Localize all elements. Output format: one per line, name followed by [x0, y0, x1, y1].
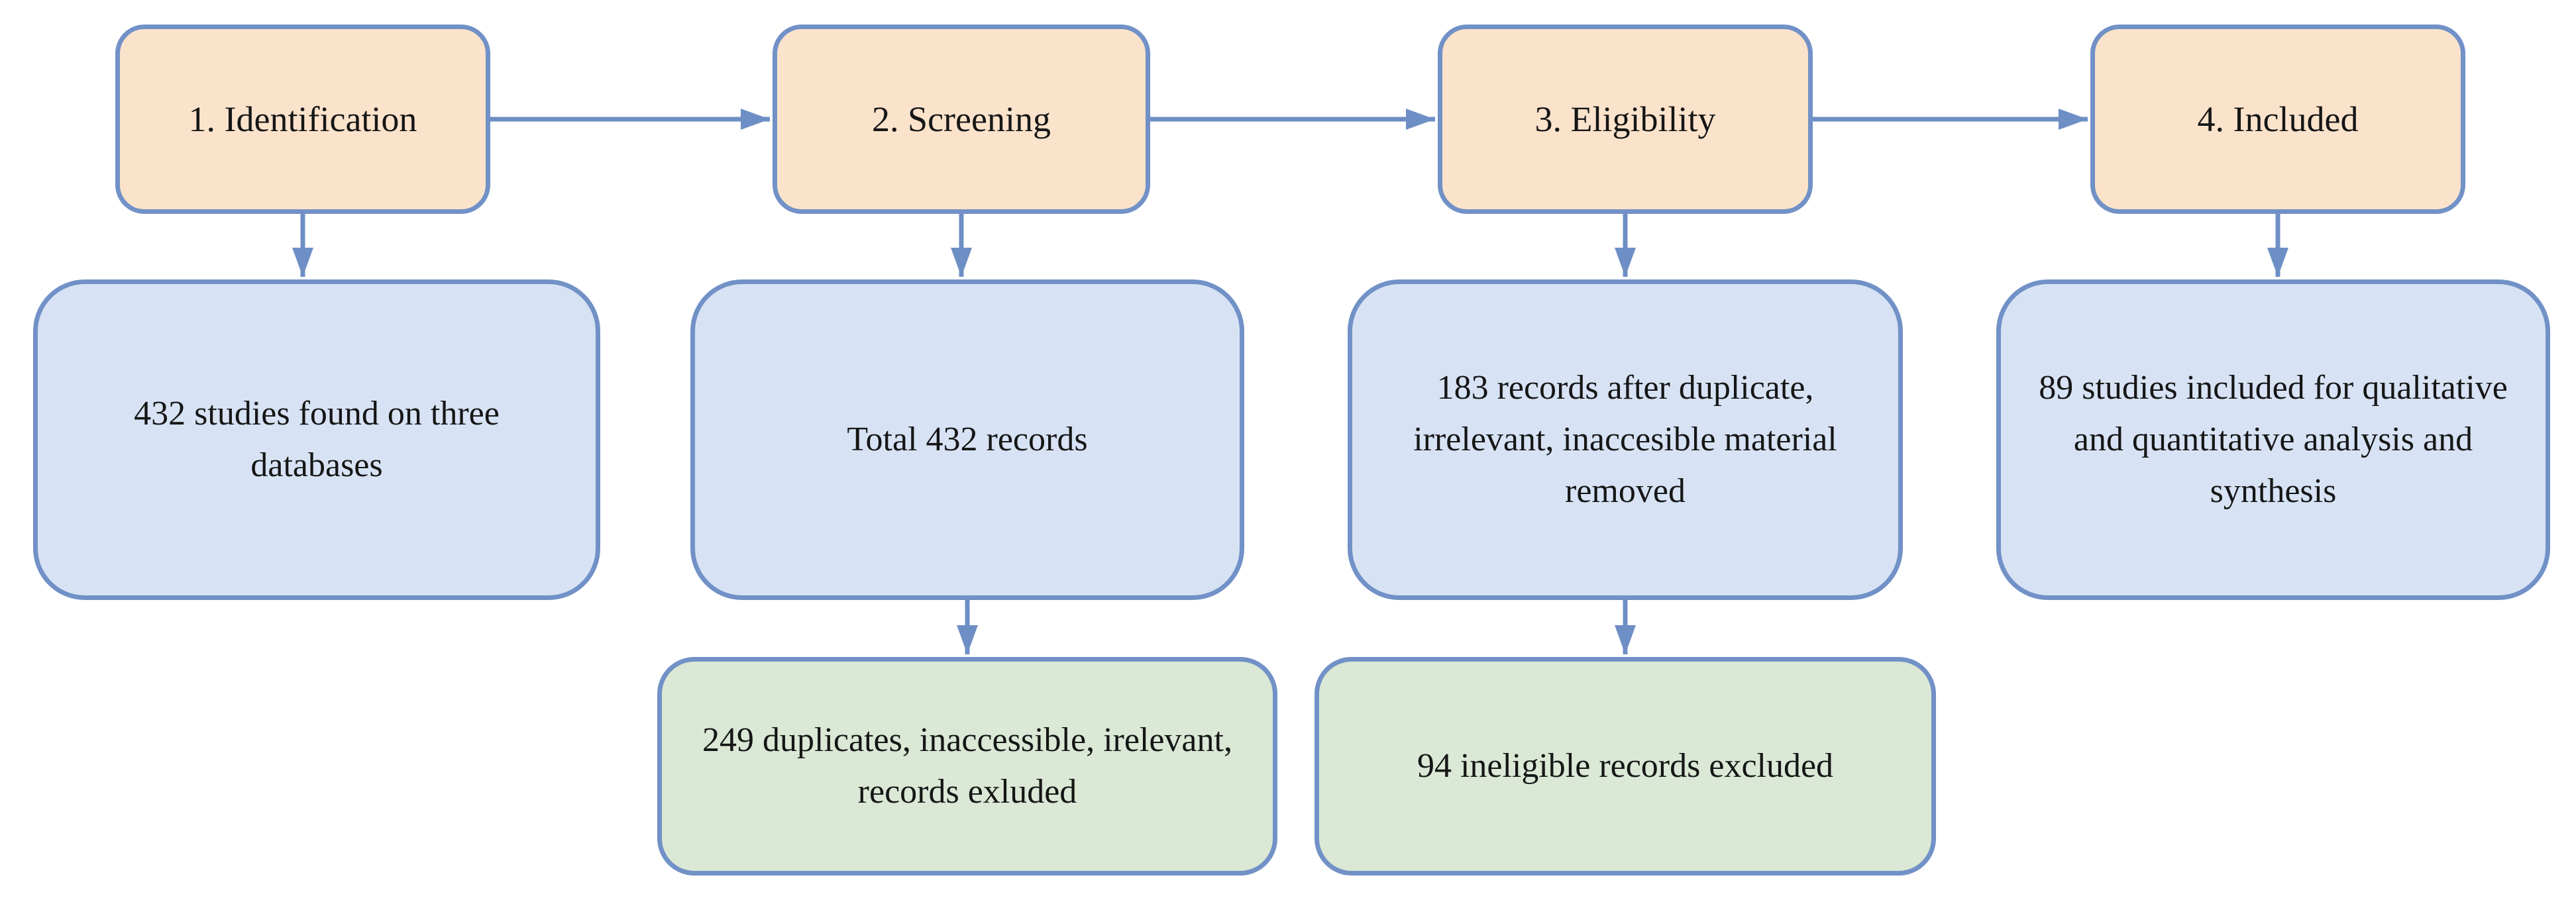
- result-text-screening: Total 432 records: [847, 421, 1088, 458]
- excluded-box-screening: 249 duplicates, inaccessible, irelevant,…: [657, 657, 1277, 876]
- stage-label-included: 4. Included: [2197, 99, 2359, 139]
- result-text-identification: 432 studies found on three databases: [134, 395, 500, 484]
- stage-label-screening: 2. Screening: [872, 99, 1051, 139]
- result-box-included: 89 studies included for qualitative and …: [1996, 279, 2550, 600]
- stage-box-screening: 2. Screening: [773, 25, 1150, 214]
- excluded-text-eligibility: 94 ineligible records excluded: [1417, 747, 1834, 785]
- excluded-box-eligibility: 94 ineligible records excluded: [1315, 657, 1936, 876]
- stage-box-eligibility: 3. Eligibility: [1438, 25, 1813, 214]
- result-box-identification: 432 studies found on three databases: [33, 279, 600, 600]
- stage-label-identification: 1. Identification: [188, 99, 417, 139]
- result-text-eligibility: 183 records after duplicate, irrelevant,…: [1413, 369, 1837, 510]
- result-box-eligibility: 183 records after duplicate, irrelevant,…: [1348, 279, 1903, 600]
- result-text-included: 89 studies included for qualitative and …: [2039, 369, 2508, 510]
- stage-box-included: 4. Included: [2090, 25, 2465, 214]
- excluded-text-screening: 249 duplicates, inaccessible, irelevant,…: [702, 721, 1232, 811]
- result-box-screening: Total 432 records: [690, 279, 1244, 600]
- stage-box-identification: 1. Identification: [115, 25, 490, 214]
- stage-label-eligibility: 3. Eligibility: [1534, 99, 1716, 139]
